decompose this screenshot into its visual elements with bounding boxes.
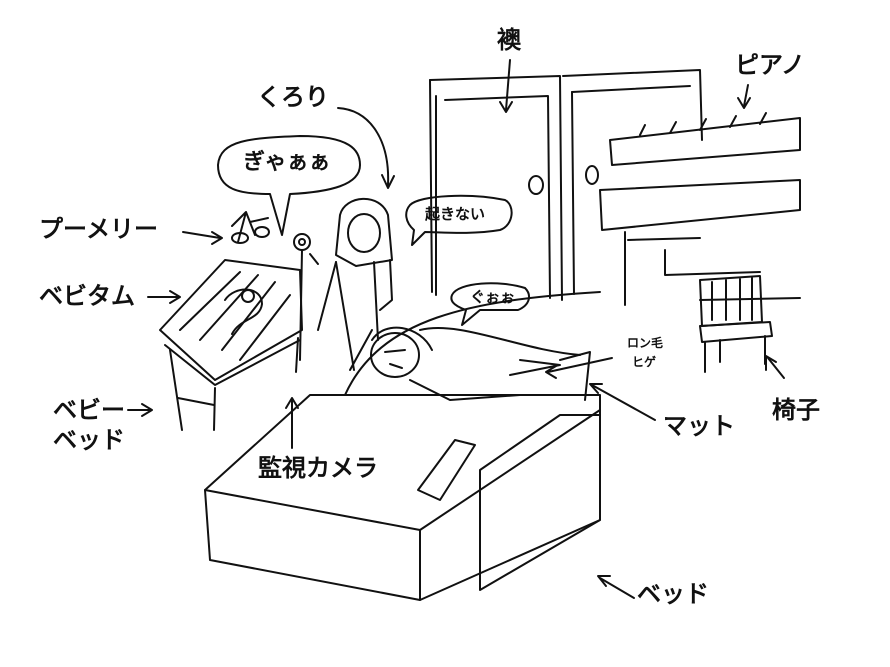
kurori-figure xyxy=(317,197,393,371)
label-beard: ヒゲ xyxy=(632,355,657,369)
label-bed: ベッド xyxy=(637,580,709,608)
speech-bubbles xyxy=(217,135,531,326)
closet-doors xyxy=(429,69,703,301)
label-camera: 監視カメラ xyxy=(258,454,378,482)
label-babybed-line1: ベビー xyxy=(53,396,125,424)
label-kurori: くろり xyxy=(257,83,329,111)
label-mobile: プーメリー xyxy=(39,215,159,243)
piano-drawing xyxy=(599,112,801,306)
label-bebitam: ベビタム xyxy=(39,282,135,310)
label-wont-wake: 起きない xyxy=(425,205,486,223)
label-chair: 椅子 xyxy=(772,396,820,424)
label-snore: ぐぉぉ xyxy=(470,288,516,306)
chair-drawing xyxy=(699,275,773,373)
bed-drawing xyxy=(204,394,601,601)
label-piano: ピアノ xyxy=(735,51,805,79)
sleeping-man-figure xyxy=(370,326,581,401)
label-crying: ぎゃぁぁ xyxy=(243,150,331,175)
mat-drawing xyxy=(344,291,601,401)
camera-drawing xyxy=(293,233,319,361)
label-longhair: ロン毛 xyxy=(627,336,664,350)
label-mat: マット xyxy=(663,412,735,440)
label-closet: 襖 xyxy=(497,26,521,54)
label-babybed-line2: ベッド xyxy=(53,426,125,454)
pointer-arrows xyxy=(127,59,785,599)
baby-crib-drawing xyxy=(159,259,303,431)
mobile-drawing xyxy=(231,211,270,244)
